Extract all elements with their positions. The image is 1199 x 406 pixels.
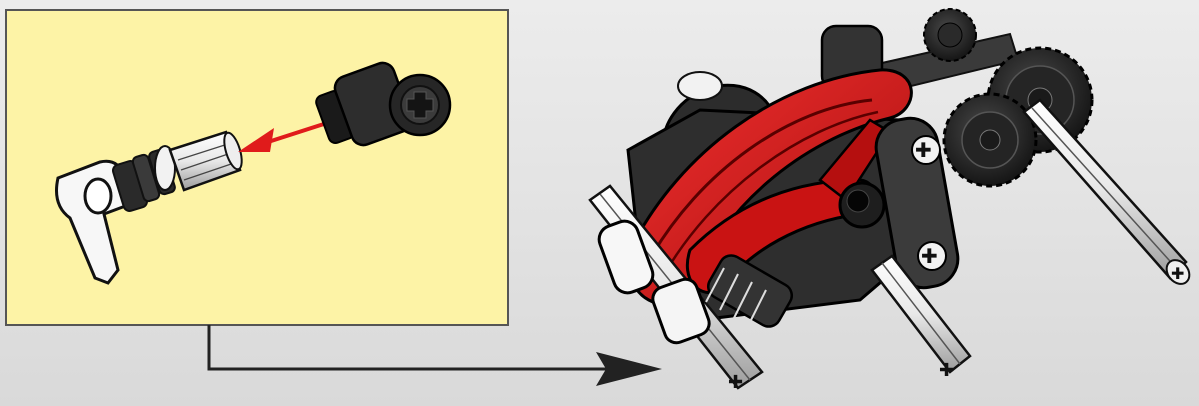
axle-right: ✚ [1024, 100, 1194, 288]
axle-end-cross-icon: ✚ [939, 360, 954, 381]
gear-back [924, 9, 976, 61]
beam-hole-cross-icon: ✚ [921, 244, 938, 268]
axle-end-cross-icon: ✚ [1171, 264, 1184, 283]
gear-medium [944, 94, 1036, 186]
black-peg [840, 183, 884, 227]
sub-assembly-callout [6, 10, 508, 325]
connector-arrow [209, 325, 662, 386]
axle-end-cross-icon: ✚ [728, 372, 743, 393]
callout-panel [6, 10, 508, 325]
beam-hole-cross-icon: ✚ [915, 138, 932, 162]
assembled-model: ✚ ✚ ✚ [590, 9, 1194, 393]
axle-stop-hole [85, 179, 111, 213]
